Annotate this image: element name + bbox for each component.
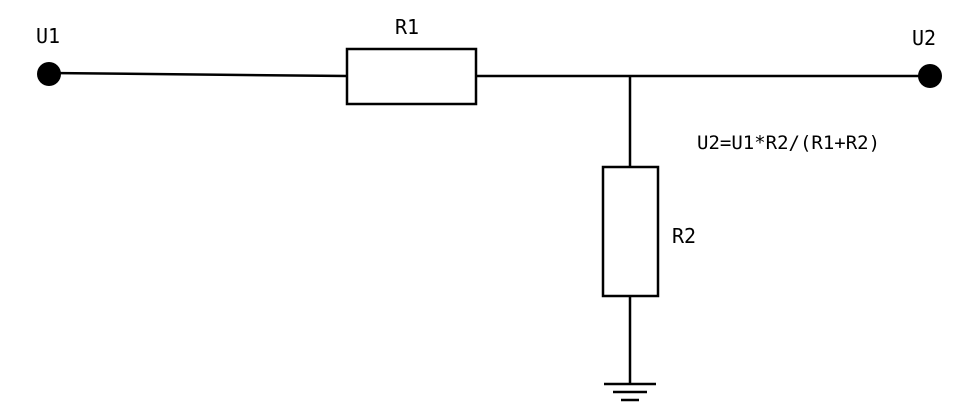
label-u2: U2	[912, 26, 936, 50]
resistor-r1	[345, 47, 478, 106]
terminal-u2-dot	[918, 64, 942, 88]
terminal-u1-dot	[37, 62, 61, 86]
label-r1: R1	[395, 15, 419, 39]
label-u1: U1	[36, 24, 60, 48]
ground-icon	[604, 382, 656, 402]
wire-u1-to-r1	[48, 71, 348, 78]
resistor-r2	[601, 165, 660, 298]
divider-formula: U2=U1*R2/(R1+R2)	[697, 132, 880, 154]
label-r2: R2	[672, 224, 696, 248]
